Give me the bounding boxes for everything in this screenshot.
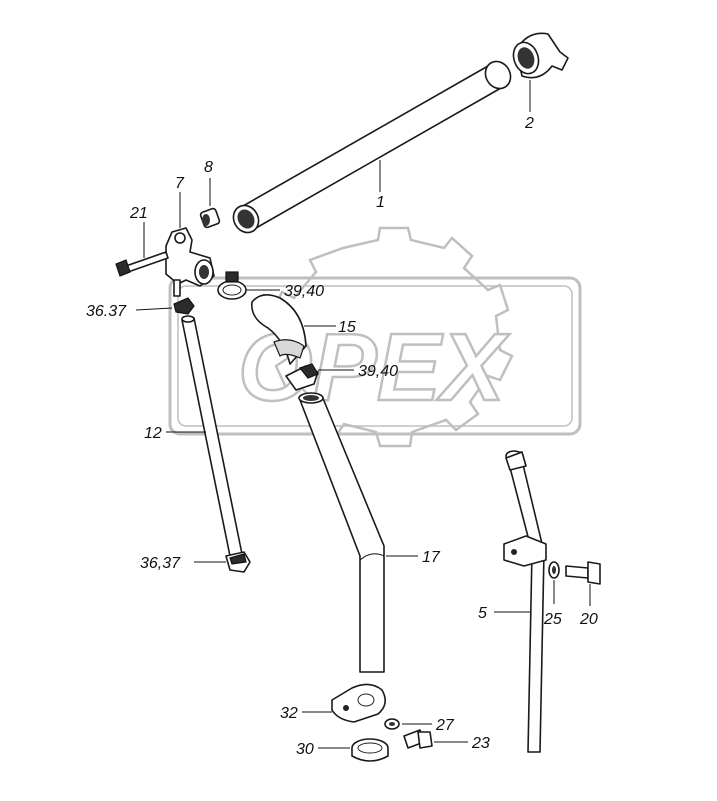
part-tube-12	[181, 315, 243, 557]
part-clamp-32	[331, 683, 386, 723]
callout-12: 12	[144, 425, 162, 442]
callout-30: 30	[296, 741, 314, 758]
leader-lines	[135, 80, 591, 749]
part-pipe-17	[298, 392, 385, 673]
part-bolt-21	[115, 251, 169, 277]
callout-36-37-bottom: 36,37	[140, 555, 181, 572]
part-washer-25	[548, 561, 560, 579]
part-tube-1	[232, 60, 512, 234]
callout-7: 7	[175, 175, 185, 192]
callout-17: 17	[422, 549, 441, 566]
callout-20: 20	[579, 611, 598, 628]
part-bushing-8	[199, 207, 221, 229]
callout-36-37-top: 36.37	[86, 303, 127, 320]
part-clamp-36-37-top	[173, 297, 195, 315]
part-clamp-36-37-bottom	[225, 551, 251, 573]
part-bolt-20	[565, 561, 601, 585]
callout-23: 23	[471, 735, 490, 752]
part-bolt-23	[403, 729, 433, 749]
part-bracket-5	[503, 535, 547, 567]
callout-25: 25	[543, 611, 562, 628]
callout-27: 27	[435, 717, 455, 734]
callout-labels: 1 2 5 7 8 12 15 17 20 21 23 25 27 30 32 …	[86, 115, 598, 758]
callout-39-40-lower: 39,40	[358, 363, 398, 380]
part-tube-5	[505, 450, 545, 753]
callout-32: 32	[280, 705, 298, 722]
callout-1: 1	[376, 194, 385, 211]
callout-2: 2	[524, 115, 534, 132]
part-clamp-39-40-lower	[285, 363, 319, 391]
watermark-frame	[168, 276, 582, 436]
part-fitting-2	[512, 32, 569, 79]
part-clamp-39-40-top	[217, 271, 247, 300]
part-washer-27	[384, 718, 400, 730]
callout-5: 5	[478, 605, 487, 622]
part-bracket-7	[165, 227, 215, 297]
callout-15: 15	[338, 319, 356, 336]
callout-21: 21	[129, 205, 148, 222]
part-hose-15	[251, 294, 307, 365]
callout-39-40-top: 39,40	[284, 283, 324, 300]
watermark-logo: OPEX	[168, 226, 582, 448]
callout-8: 8	[204, 159, 213, 176]
part-ring-30	[351, 738, 389, 762]
